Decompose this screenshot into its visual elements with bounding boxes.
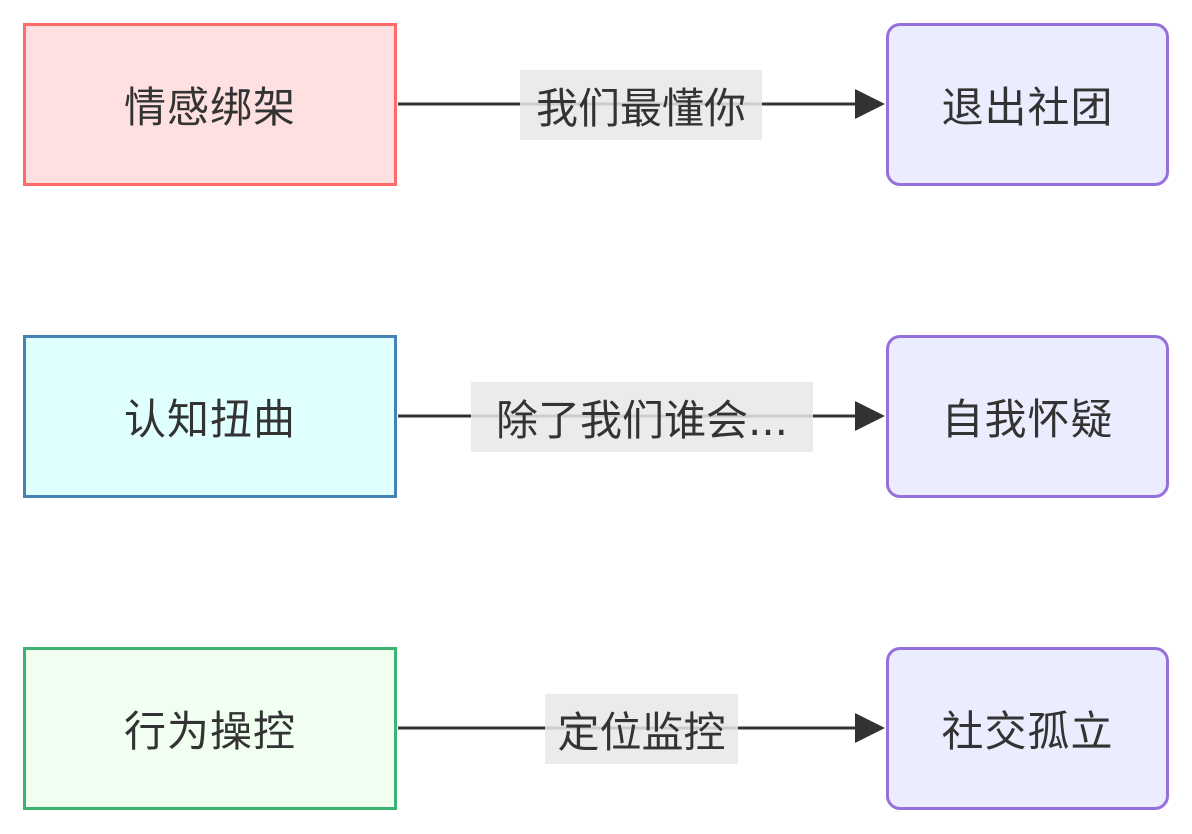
- target-node-1: 退出社团: [886, 23, 1169, 186]
- source-node-2: 认知扭曲: [23, 335, 397, 498]
- target-node-3: 社交孤立: [886, 647, 1169, 810]
- source-node-2-label: 认知扭曲: [123, 395, 296, 444]
- target-node-3-label: 社交孤立: [941, 707, 1114, 756]
- target-node-2: 自我怀疑: [886, 335, 1169, 498]
- source-node-1-label: 情感绑架: [123, 83, 296, 132]
- source-node-1: 情感绑架: [23, 23, 397, 186]
- target-node-1-label: 退出社团: [941, 83, 1114, 132]
- source-node-3: 行为操控: [23, 647, 397, 810]
- target-node-2-label: 自我怀疑: [941, 395, 1114, 444]
- edge-label-3: 定位监控: [545, 694, 738, 764]
- source-node-3-label: 行为操控: [123, 707, 296, 756]
- edge-label-1: 我们最懂你: [520, 70, 762, 140]
- edge-label-2: 除了我们谁会...: [471, 382, 813, 452]
